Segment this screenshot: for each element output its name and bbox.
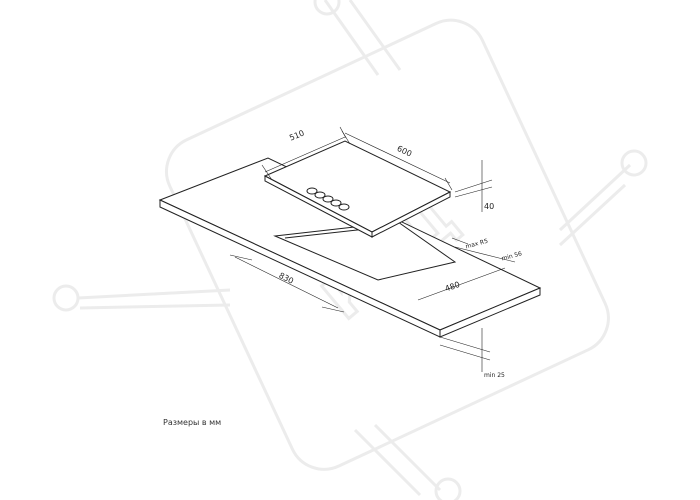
units-caption: Размеры в мм — [163, 418, 222, 427]
dim-830-extension — [321, 306, 345, 313]
watermark-line — [77, 288, 231, 300]
dim-cutout-length-label: 830 — [277, 271, 295, 286]
watermark-frame — [165, 18, 610, 471]
watermark-line — [558, 163, 632, 232]
watermark-line — [558, 183, 627, 247]
dim-600-line — [344, 132, 451, 184]
dim-min-thickness-label: min 25 — [484, 372, 505, 379]
dim-min-edge-label: min 56 — [501, 250, 523, 262]
hob — [263, 140, 452, 238]
dim-40-extension — [454, 179, 493, 193]
countertop-side-edge — [439, 287, 541, 338]
dim-r5-leader — [451, 237, 469, 245]
dim-510-extension — [261, 164, 273, 181]
control-knobs — [306, 187, 350, 211]
dim-830-extension — [229, 254, 253, 261]
countertop — [158, 157, 542, 338]
burner-knob-icon — [306, 187, 318, 195]
dim-510-line — [264, 136, 346, 173]
dim-25-extension — [439, 336, 491, 353]
hob-side-edge — [371, 191, 451, 238]
dim-hob-length-label: 600 — [396, 144, 414, 159]
watermark-line — [348, 0, 402, 71]
dim-480-line — [417, 267, 506, 301]
burner-knob-icon — [322, 195, 334, 203]
watermark-circle — [52, 284, 80, 312]
burner-knob-icon — [338, 203, 350, 211]
watermark — [52, 0, 648, 500]
dim-600-extension — [444, 177, 453, 191]
watermark-line — [79, 303, 231, 310]
watermark-line — [353, 428, 422, 497]
dim-hob-height-label: 40 — [484, 202, 494, 211]
dim-min56-line — [454, 246, 516, 263]
dim-25-extension — [439, 344, 491, 361]
burner-knob-icon — [314, 191, 326, 199]
watermark-circle — [434, 477, 462, 500]
dim-corner-radius-label: max R5 — [465, 238, 489, 251]
dim-hob-width-label: 510 — [288, 129, 306, 143]
dim-40-extension — [454, 186, 493, 198]
watermark-circle — [313, 0, 341, 16]
dim-830-line — [234, 256, 339, 309]
burner-knob-icon — [330, 199, 342, 207]
watermark-circle — [620, 149, 648, 177]
watermark-line — [373, 423, 442, 492]
dimension-lines — [229, 126, 516, 372]
dim-600-extension — [339, 126, 347, 139]
